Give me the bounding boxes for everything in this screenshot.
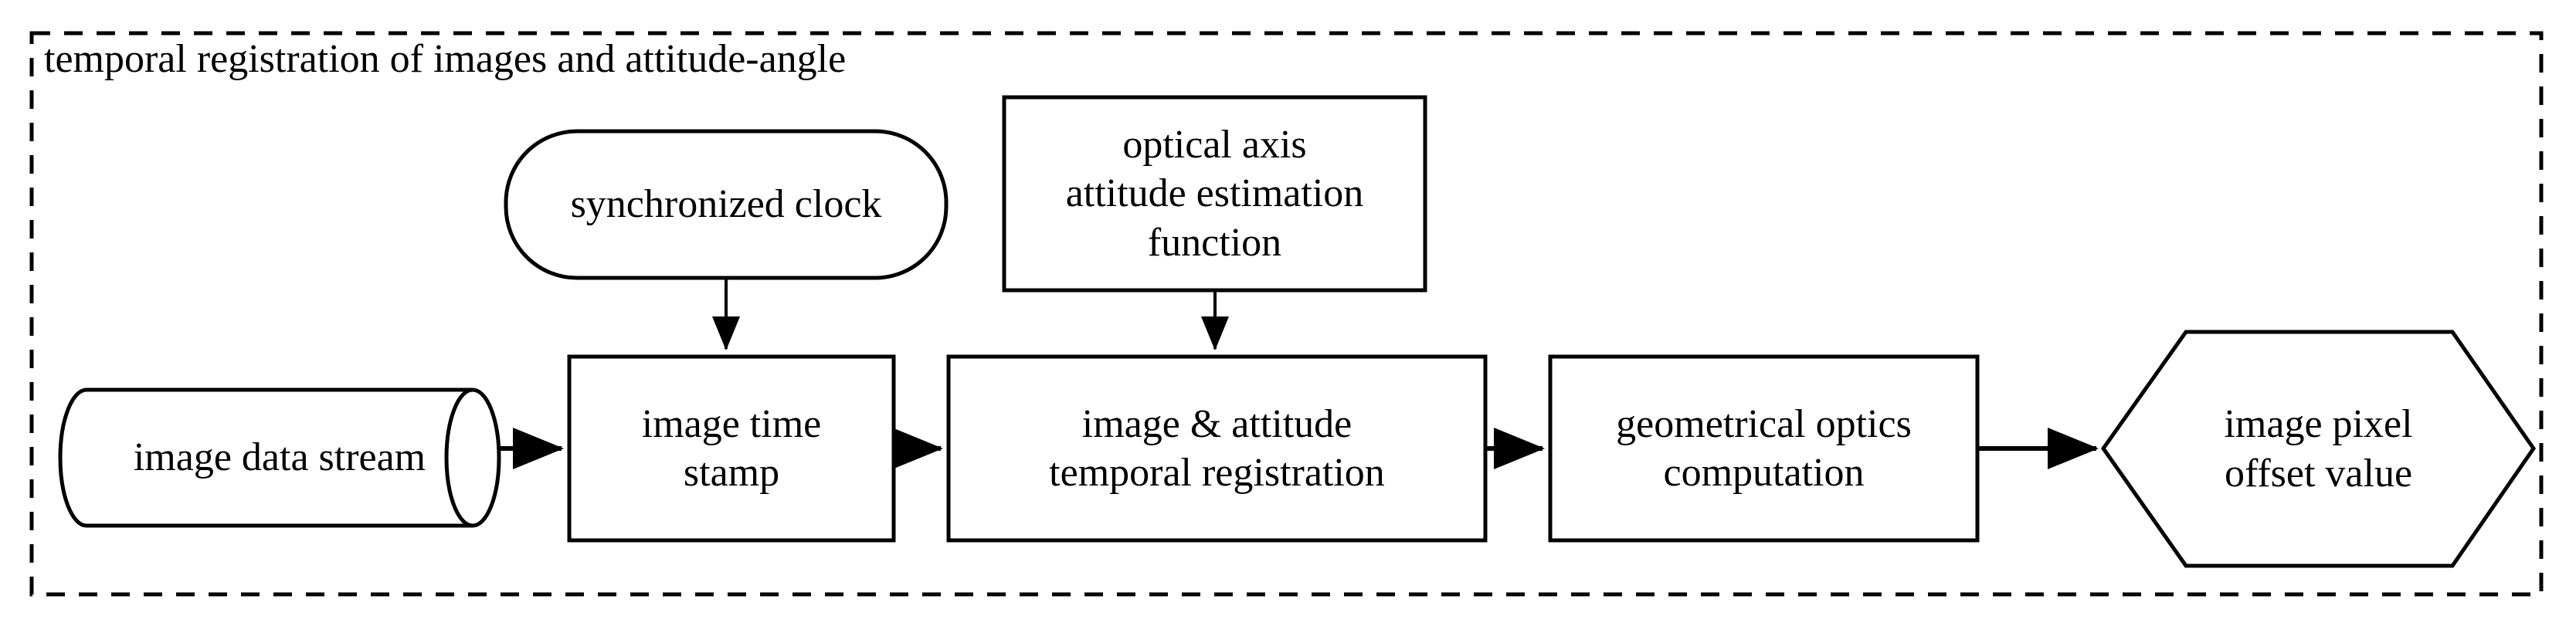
node-geometrical-optics-computation — [1548, 354, 1980, 543]
group-boundary — [29, 31, 2544, 597]
group-title: temporal registration of images and atti… — [44, 37, 847, 81]
node-image-data-stream — [58, 387, 501, 528]
node-image-attitude-temporal-registration — [946, 354, 1488, 543]
node-optical-axis-attitude-estimation-function — [1002, 95, 1427, 293]
node-image-pixel-offset-value — [2100, 330, 2537, 568]
node-image-time-stamp — [567, 354, 896, 543]
node-synchronized-clock — [504, 129, 949, 280]
